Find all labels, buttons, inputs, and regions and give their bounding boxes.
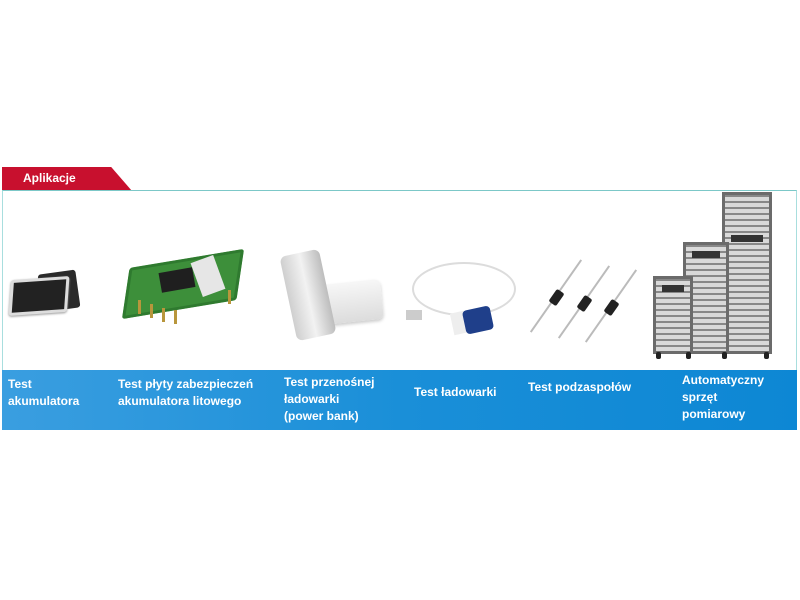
app-item-components-test: Test podzaspołów xyxy=(528,380,632,394)
app-item-battery-test: Test akumulatora xyxy=(8,377,80,408)
applications-frame xyxy=(2,190,797,430)
app-item-power-bank-test: Test przenośnej ładowarki (power bank) xyxy=(284,375,375,423)
section-title: Aplikacje xyxy=(23,171,76,185)
app-item-automated-test-equipment: Automatyczny sprzęt pomiarowy xyxy=(682,373,765,421)
app-item-charger-test: Test ładowarki xyxy=(414,385,497,399)
section-tab: Aplikacje xyxy=(2,167,132,191)
applications-caption-band: Test akumulatora Test płyty zabezpieczeń… xyxy=(2,370,797,430)
app-item-pcb-protection-test: Test płyty zabezpieczeń akumulatora lito… xyxy=(118,377,254,408)
